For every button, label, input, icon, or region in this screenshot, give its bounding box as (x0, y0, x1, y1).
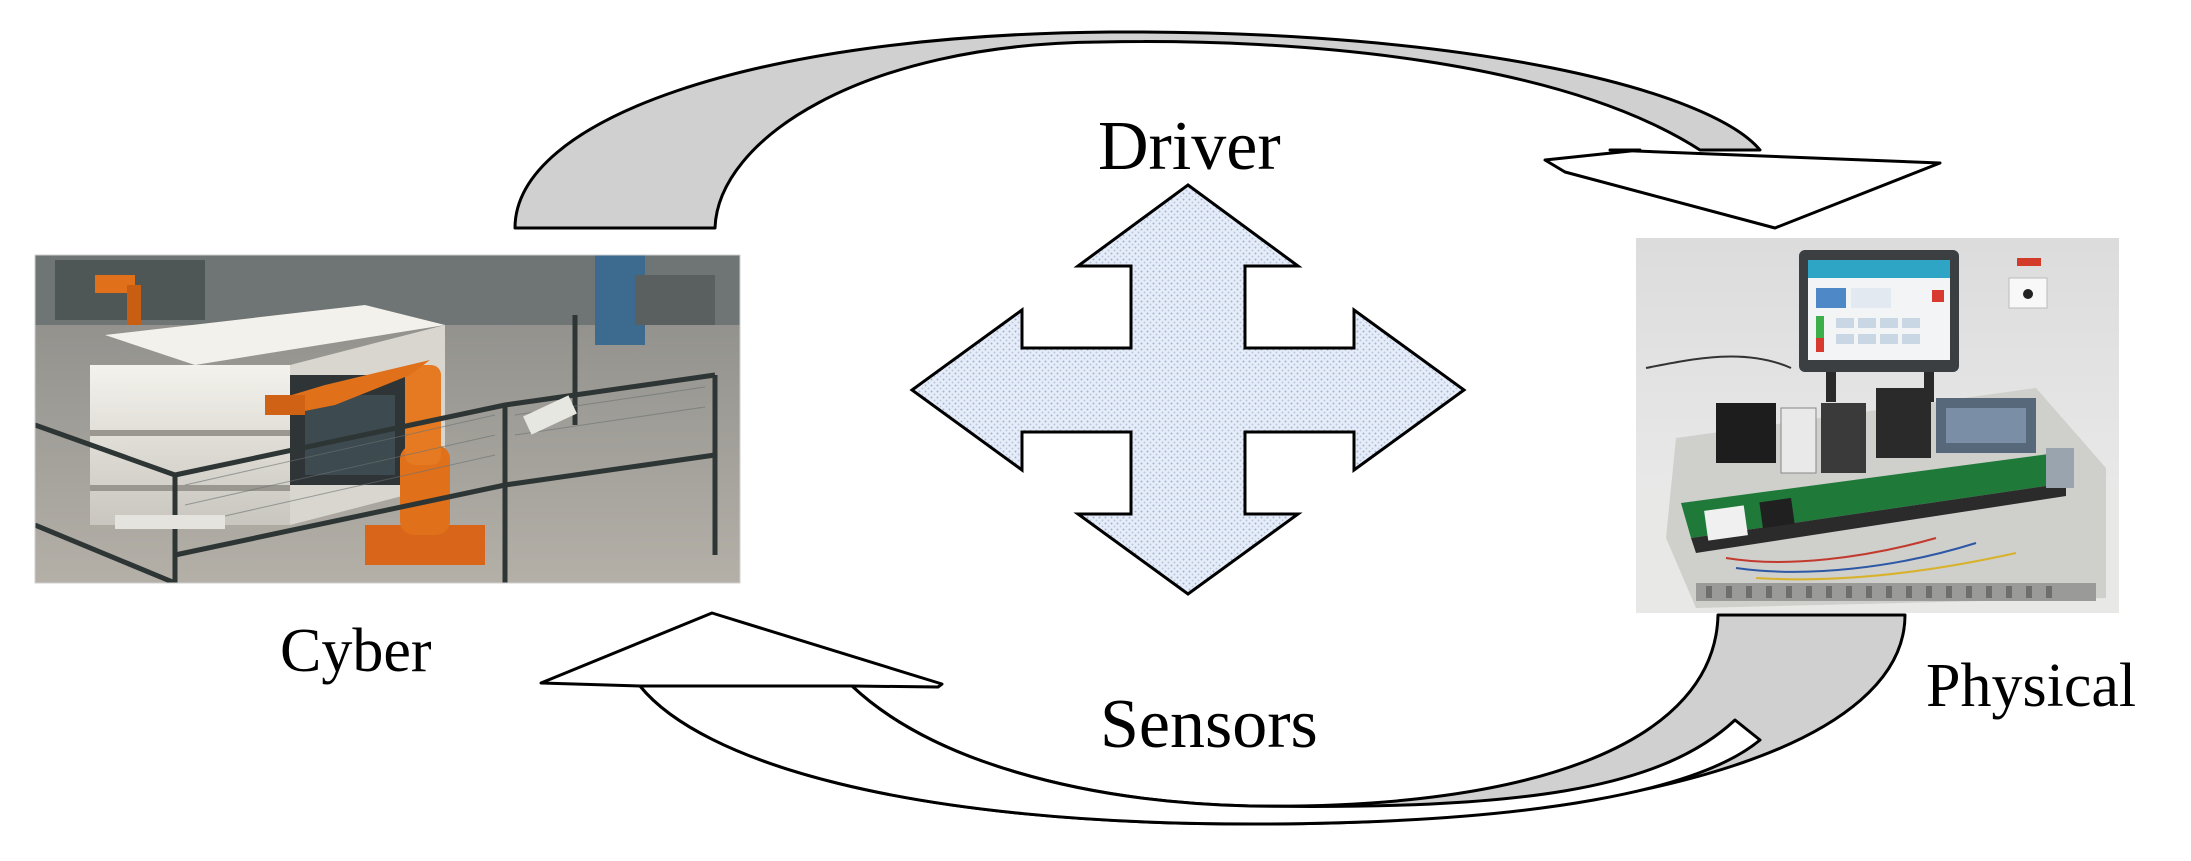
physical-label: Physical (1926, 652, 2137, 720)
bottom-arrow-head (539, 611, 944, 689)
physical-image (1636, 238, 2119, 613)
top-arrow-band (513, 30, 1762, 230)
sensors-label: Sensors (1100, 686, 1318, 763)
bottom-arrow-white-track (638, 684, 1762, 826)
four-way-arrow-icon (909, 183, 1467, 596)
cyber-image (34, 254, 741, 584)
cyber-label: Cyber (280, 617, 432, 685)
top-arrow-head (1543, 148, 1942, 230)
top-curved-arrow (513, 30, 1942, 230)
bottom-curved-arrow (539, 611, 1907, 826)
driver-label: Driver (1098, 108, 1281, 185)
